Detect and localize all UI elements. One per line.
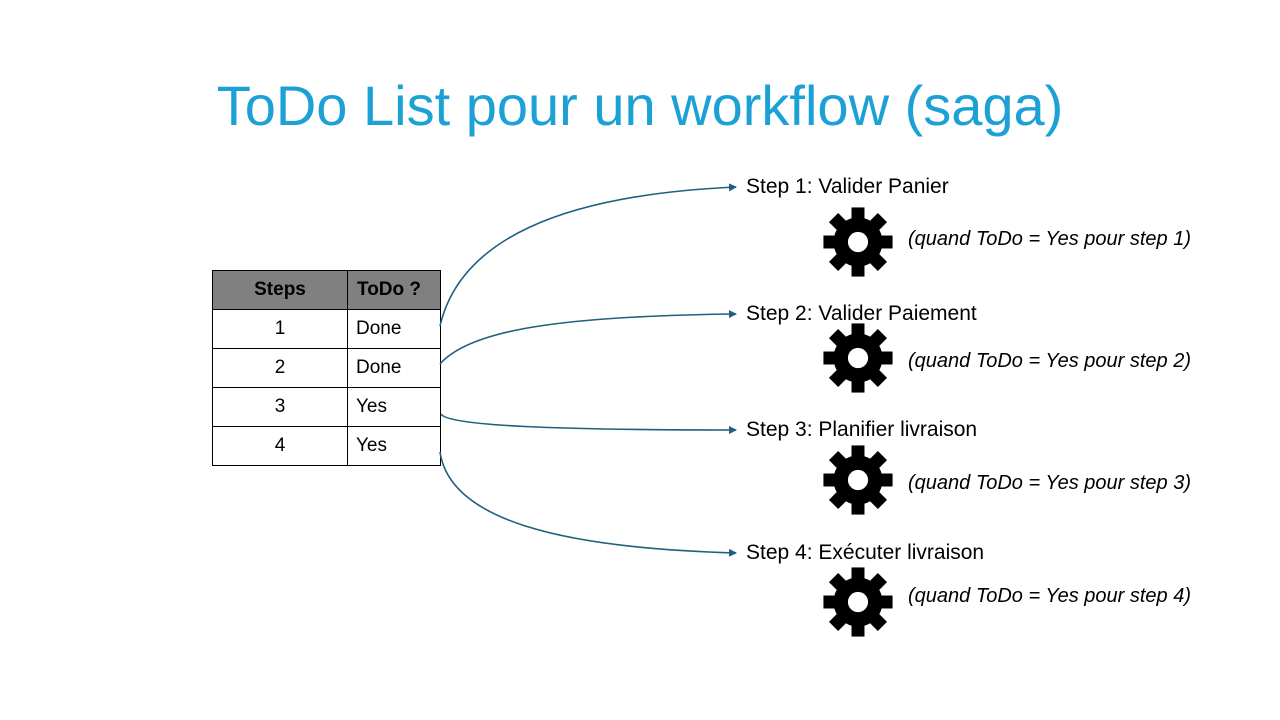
gear-icon xyxy=(823,567,893,637)
step-2-label: Step 2: Valider Paiement xyxy=(746,302,977,325)
step-3-condition: (quand ToDo = Yes pour step 3) xyxy=(908,472,1191,494)
arrow-to-step-2 xyxy=(439,310,737,365)
header-todo: ToDo ? xyxy=(347,270,441,310)
step-2-condition: (quand ToDo = Yes pour step 2) xyxy=(908,350,1191,372)
gear-icon xyxy=(823,323,893,393)
arrow-to-step-3 xyxy=(440,413,737,434)
step-1-label: Step 1: Valider Panier xyxy=(746,175,949,198)
table-row: 2 Done xyxy=(212,348,441,388)
row-todo-status: Done xyxy=(347,348,441,388)
step-1-condition: (quand ToDo = Yes pour step 1) xyxy=(908,228,1191,250)
todo-table: Steps ToDo ? 1 Done 2 Done 3 Yes 4 Yes xyxy=(212,270,441,466)
step-4-label: Step 4: Exécuter livraison xyxy=(746,541,985,564)
table-row: 4 Yes xyxy=(212,426,441,466)
header-steps: Steps xyxy=(212,270,348,310)
row-step-number: 3 xyxy=(212,387,348,427)
row-step-number: 4 xyxy=(212,426,348,466)
step-4-condition: (quand ToDo = Yes pour step 4) xyxy=(908,585,1191,607)
step-3-label: Step 3: Planifier livraison xyxy=(746,418,978,441)
row-todo-status: Yes xyxy=(347,426,441,466)
arrow-to-step-4 xyxy=(439,451,737,557)
arrow-to-step-1 xyxy=(439,183,737,327)
table-row: 3 Yes xyxy=(212,387,441,427)
table-header-row: Steps ToDo ? xyxy=(212,270,441,310)
gear-icon xyxy=(823,445,893,515)
gear-icon xyxy=(823,207,893,277)
row-todo-status: Done xyxy=(347,309,441,349)
slide-title: ToDo List pour un workflow (saga) xyxy=(216,74,1064,137)
